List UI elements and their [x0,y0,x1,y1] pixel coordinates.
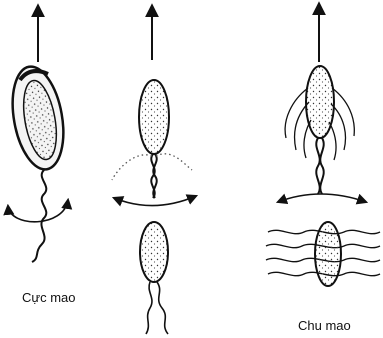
rotation-arrow [8,200,68,222]
right-bottom-cell-group [266,222,380,286]
wavy-flagellum-right [157,282,168,334]
bacterial-cell-body [306,66,334,138]
caption-peritrichous-flagella: Chu mao [298,318,351,333]
bacterial-cell-body [139,80,169,154]
right-top-cell-group [278,4,366,202]
braided-flagellum [320,138,323,194]
braided-flagellum [316,138,319,194]
wavy-flagellum-left [146,282,152,334]
bacterial-cell-body [140,222,168,282]
caption-polar-flagellum: Cực mao [22,290,76,305]
peritrichous-flagellum [285,88,308,138]
bacterial-cell-body [315,222,341,286]
polar-flagellum [32,170,46,262]
polar-cell-left-group [5,6,70,262]
middle-bottom-cell-group [140,222,168,334]
dotted-flagellum-left [112,155,152,180]
middle-top-cell-group [112,6,196,206]
peritrichous-flagellum [332,88,354,136]
swing-arrow [278,194,366,202]
dotted-flagellum-right [156,154,192,170]
